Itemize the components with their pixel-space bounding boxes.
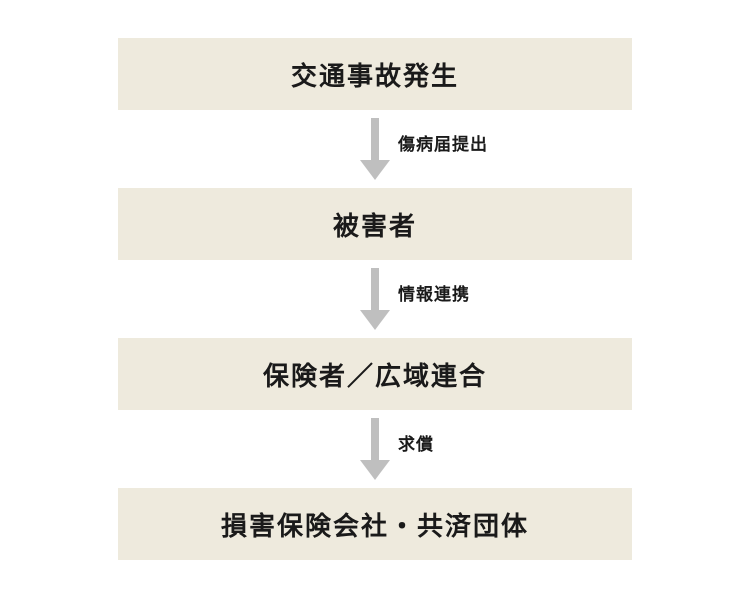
edge-label: 傷病届提出 <box>398 135 488 155</box>
node-traffic-accident: 交通事故発生 <box>118 38 632 110</box>
down-arrow-icon <box>360 268 390 330</box>
node-label: 保険者／広域連合 <box>262 361 487 392</box>
node-label: 被害者 <box>332 211 417 242</box>
down-arrow-icon <box>360 118 390 180</box>
node-victim: 被害者 <box>118 188 632 260</box>
node-insurer: 保険者／広域連合 <box>118 338 632 410</box>
node-label: 損害保険会社・共済団体 <box>220 511 529 542</box>
node-insurance-company: 損害保険会社・共済団体 <box>118 488 632 560</box>
down-arrow-icon <box>360 418 390 480</box>
edge-label: 求償 <box>398 435 434 455</box>
edge-label: 情報連携 <box>398 285 470 305</box>
node-label: 交通事故発生 <box>290 61 459 92</box>
